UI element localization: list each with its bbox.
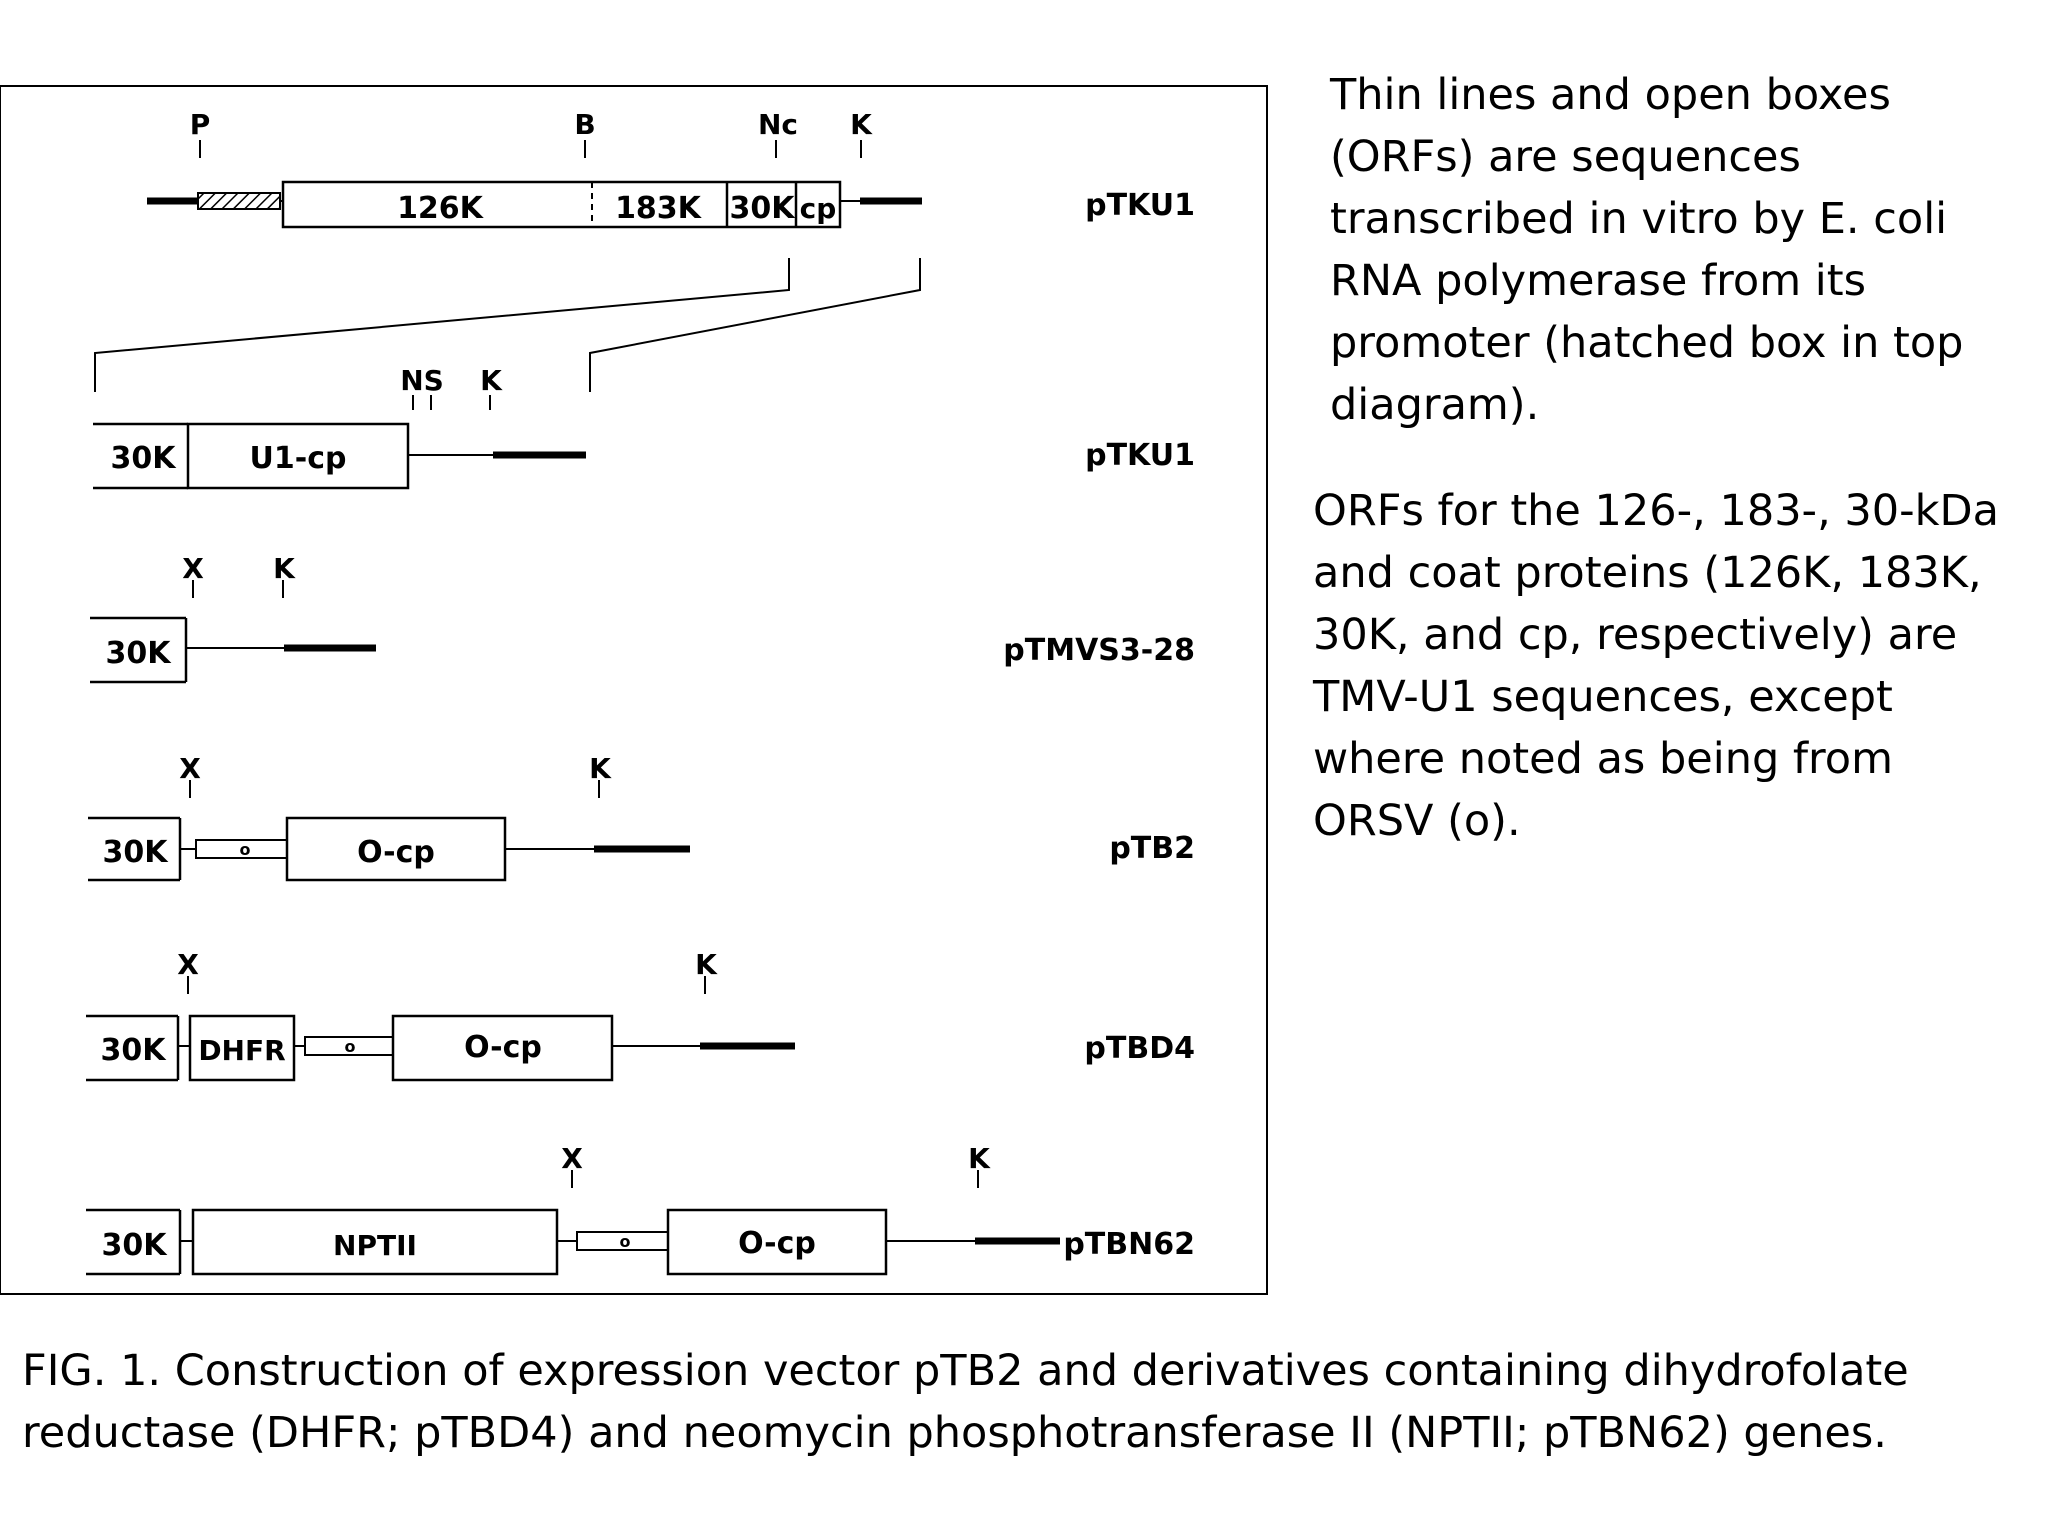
orsv-o-marker: o	[620, 1232, 631, 1251]
segment-label-o-cp: O-cp	[738, 1226, 816, 1261]
segment-label-30k: 30K	[102, 1228, 169, 1263]
side-note-transcription: Thin lines and open boxes (ORFs) are seq…	[1330, 70, 1964, 430]
orf-box	[666, 1208, 888, 1276]
promoter-hatched-box	[197, 192, 281, 210]
expansion-line-right	[589, 258, 921, 392]
segment-label-30k: 30K	[111, 441, 178, 476]
segment-label-o-cp: O-cp	[464, 1030, 542, 1065]
site-label-k: K	[850, 108, 873, 141]
caption-line-1: FIG. 1. Construction of expression vecto…	[22, 1346, 1909, 1396]
construct-name: pTKU1	[1085, 188, 1195, 223]
segment-label-dhfr: DHFR	[198, 1034, 285, 1067]
orf-box	[281, 180, 842, 229]
site-label-k: K	[968, 1142, 991, 1175]
site-label-x: X	[179, 752, 201, 785]
figure-frame	[0, 85, 1268, 1295]
site-label-p: P	[190, 108, 211, 141]
site-label-k: K	[480, 364, 503, 397]
construct-name: pTBN62	[1063, 1227, 1195, 1262]
orsv-o-marker: o	[240, 840, 251, 859]
segment-label-30k: 30K	[106, 636, 173, 671]
segment-label-nptii: NPTII	[333, 1229, 417, 1262]
construct-name: pTKU1	[1085, 438, 1195, 473]
site-label-b: B	[574, 108, 595, 141]
figure-caption: FIG. 1. Construction of expression vecto…	[22, 1340, 2022, 1464]
segment-label-cp: cp	[800, 192, 837, 225]
site-label-x: X	[561, 1142, 583, 1175]
caption-line-2: reductase (DHFR; pTBD4) and neomycin pho…	[22, 1408, 1887, 1458]
orsv-o-marker: o	[345, 1037, 356, 1056]
site-label-x: X	[182, 552, 204, 585]
construct-name: pTB2	[1109, 831, 1195, 866]
row-ptbd4: 30K DHFR o O-cp X K pTBD4	[86, 948, 1195, 1082]
orf-box	[391, 1014, 614, 1082]
nptii-box	[191, 1208, 559, 1276]
site-label-k: K	[273, 552, 296, 585]
segment-label-126k: 126K	[397, 191, 485, 226]
row-ptku1-full: 126K 183K 30K cp P B Nc K pTKU1	[147, 108, 1195, 229]
segment-label-o-cp: O-cp	[357, 835, 435, 870]
segment-label-30k: 30K	[730, 191, 797, 226]
row-ptbn62: 30K NPTII o O-cp X K pTBN62	[86, 1142, 1195, 1276]
site-label-nc: Nc	[758, 108, 798, 141]
segment-label-u1-cp: U1-cp	[250, 441, 347, 476]
expansion-line-left	[94, 258, 790, 392]
segment-label-30k: 30K	[101, 1033, 168, 1068]
segment-label-30k: 30K	[103, 835, 170, 870]
dhfr-box	[188, 1014, 296, 1082]
row-ptmvs3-28: 30K X K pTMVS3-28	[90, 552, 1195, 684]
site-label-x: X	[177, 948, 199, 981]
site-label-k: K	[695, 948, 718, 981]
site-label-k: K	[589, 752, 612, 785]
segment-label-183k: 183K	[615, 191, 703, 226]
expansion-lines	[94, 258, 921, 392]
construct-name: pTMVS3-28	[1003, 633, 1195, 668]
site-label-ns: NS	[400, 364, 444, 397]
construct-name: pTBD4	[1084, 1031, 1195, 1066]
orf-box	[285, 816, 507, 882]
row-ptku1-expanded: 30K U1-cp NS K pTKU1	[93, 364, 1195, 490]
side-note-orfs: ORFs for the 126-, 183-, 30-kDa and coat…	[1313, 486, 2000, 846]
row-ptb2: 30K o O-cp X K pTB2	[88, 752, 1195, 882]
